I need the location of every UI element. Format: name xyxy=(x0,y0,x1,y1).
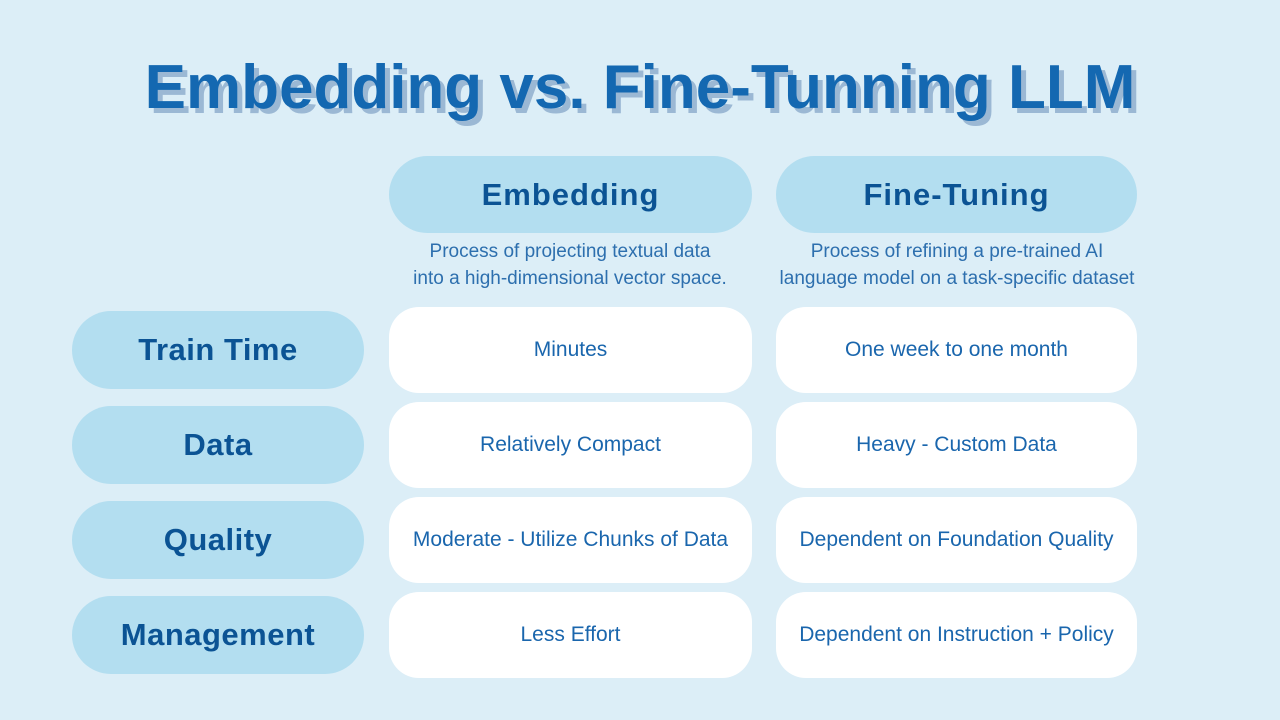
cell-text: Moderate - Utilize Chunks of Data xyxy=(412,528,729,551)
cell-embedding-data: Relatively Compact xyxy=(389,402,752,488)
cell-fine-tuning-management: Dependent on Instruction + Policy xyxy=(776,592,1137,678)
row-label-text: Quality xyxy=(163,522,273,557)
cell-embedding-train-time: Minutes xyxy=(389,307,752,393)
column-header-fine-tuning-label: Fine-Tuning xyxy=(863,176,1050,212)
column-description-fine-tuning: Process of refining a pre-trained AI lan… xyxy=(747,238,1167,292)
row-label-text: Management xyxy=(120,617,316,652)
cell-embedding-quality: Moderate - Utilize Chunks of Data xyxy=(389,497,752,583)
row-label-text: Train Time xyxy=(138,332,298,367)
cell-fine-tuning-data: Heavy - Custom Data xyxy=(776,402,1137,488)
cell-text: Less Effort xyxy=(520,623,621,646)
cell-text: Heavy - Custom Data xyxy=(856,433,1057,456)
description-line: Process of refining a pre-trained AI xyxy=(810,241,1104,262)
column-header-fine-tuning: Fine-Tuning xyxy=(776,156,1137,233)
description-line: into a high-dimensional vector space. xyxy=(413,268,727,289)
cell-fine-tuning-quality: Dependent on Foundation Quality xyxy=(776,497,1137,583)
cell-text: Dependent on Instruction + Policy xyxy=(799,623,1114,646)
column-description-embedding: Process of projecting textual data into … xyxy=(360,238,780,292)
description-line: language model on a task-specific datase… xyxy=(779,268,1135,289)
cell-text: Minutes xyxy=(533,338,608,361)
row-label-train-time: Train Time xyxy=(72,311,364,389)
page-title: Embedding vs. Fine-Tunning LLM xyxy=(144,53,1136,122)
cell-text: Relatively Compact xyxy=(480,433,661,456)
row-label-text: Data xyxy=(183,427,253,462)
cell-embedding-management: Less Effort xyxy=(389,592,752,678)
row-label-quality: Quality xyxy=(72,501,364,579)
column-header-embedding: Embedding xyxy=(389,156,752,233)
description-line: Process of projecting textual data xyxy=(429,241,711,262)
cell-text: Dependent on Foundation Quality xyxy=(799,528,1114,551)
cell-fine-tuning-train-time: One week to one month xyxy=(776,307,1137,393)
row-label-management: Management xyxy=(72,596,364,674)
row-label-data: Data xyxy=(72,406,364,484)
column-header-embedding-label: Embedding xyxy=(481,176,660,212)
cell-text: One week to one month xyxy=(845,338,1068,361)
